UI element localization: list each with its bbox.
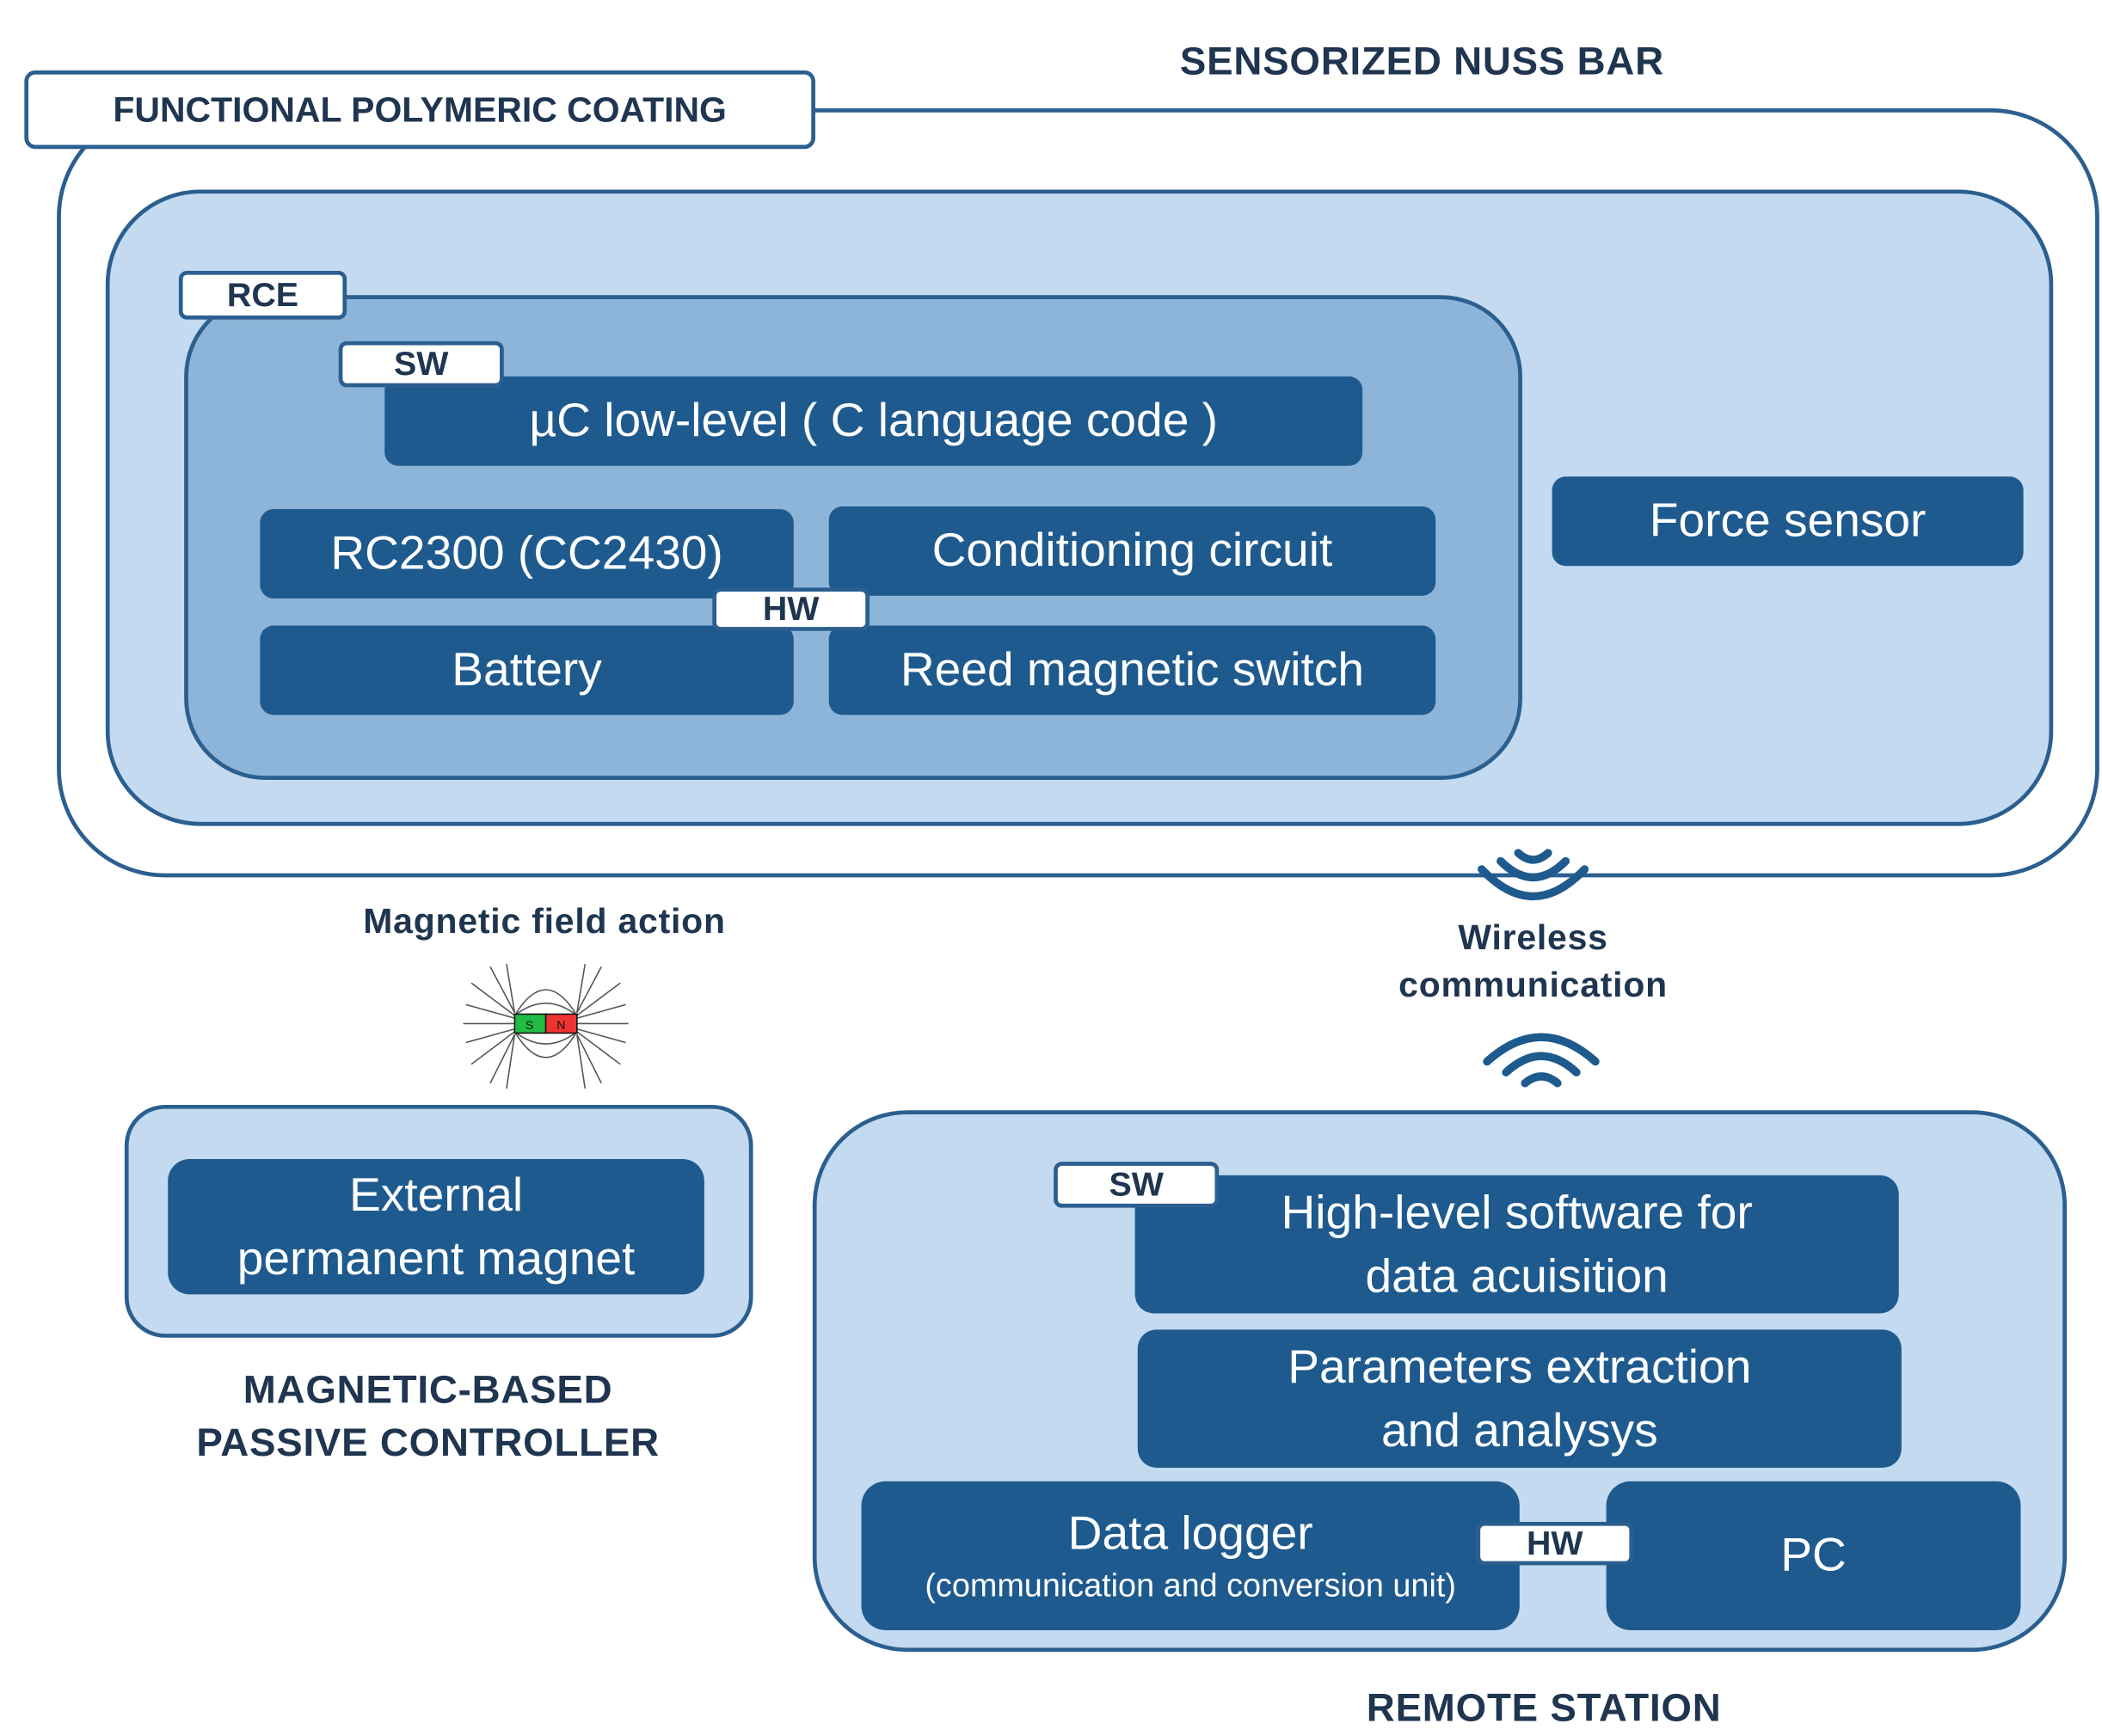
high-level-text-1: High-level software for	[1281, 1186, 1753, 1239]
magnetic-controller-label-1: MAGNETIC-BASED	[243, 1369, 613, 1413]
pc-box: PC	[1606, 1481, 2021, 1630]
magnetic-action-label: Magnetic field action	[363, 900, 726, 942]
magnet-n: N	[556, 1019, 565, 1033]
reed-switch-box: Reed magnetic switch	[828, 625, 1436, 715]
external-magnet-box: External permanent magnet	[168, 1158, 704, 1295]
uc-text: µC low-level ( C language code )	[529, 394, 1219, 448]
uc-box: µC low-level ( C language code )	[384, 376, 1363, 466]
data-logger-box: Data logger (communication and conversion…	[861, 1481, 1520, 1630]
conditioning-text: Conditioning circuit	[931, 524, 1333, 578]
parameters-box: Parameters extraction and analysys	[1137, 1329, 1902, 1468]
logger-text: Data logger	[1067, 1506, 1313, 1561]
magnet-text-2: permanent magnet	[237, 1231, 636, 1285]
remote-sw-tag: SW	[1054, 1162, 1220, 1208]
nuss-bar-label: SENSORIZED NUSS BAR	[1179, 40, 1664, 84]
battery-text: Battery	[452, 643, 602, 696]
force-sensor-text: Force sensor	[1649, 494, 1927, 548]
coating-label: FUNCTIONAL POLYMERIC COATING	[24, 70, 815, 150]
battery-box: Battery	[260, 625, 794, 715]
pc-text: PC	[1780, 1529, 1847, 1582]
magnet-s: S	[526, 1019, 533, 1033]
remote-station-label: REMOTE STATION	[1366, 1687, 1722, 1731]
reed-text: Reed magnetic switch	[900, 643, 1365, 696]
rce-sw-tag: SW	[338, 340, 504, 388]
wireless-label-line1: Wireless	[1458, 917, 1608, 958]
wireless-label-line2: communication	[1398, 964, 1668, 1005]
rc2300-text: RC2300 (CC2430)	[330, 527, 723, 580]
rc2300-box: RC2300 (CC2430)	[260, 509, 794, 599]
magnetic-controller-label-2: PASSIVE CONTROLLER	[196, 1421, 660, 1465]
high-level-software-box: High-level software for data acuisition	[1134, 1175, 1899, 1314]
params-text-2: and analysys	[1380, 1403, 1658, 1457]
params-text-1: Parameters extraction	[1288, 1340, 1752, 1393]
magnet-text-1: External	[348, 1168, 524, 1221]
conditioning-box: Conditioning circuit	[828, 506, 1436, 596]
rce-label: RCE	[178, 270, 347, 320]
wifi-icon	[1483, 1033, 1600, 1088]
remote-hw-tag: HW	[1476, 1521, 1634, 1566]
rce-hw-tag: HW	[712, 587, 870, 631]
magnet-field-icon: S N	[463, 964, 629, 1089]
wifi-icon	[1477, 849, 1589, 900]
logger-subtext: (communication and conversion unit)	[925, 1568, 1456, 1605]
high-level-text-2: data acuisition	[1365, 1249, 1669, 1303]
force-sensor-box: Force sensor	[1552, 476, 2024, 567]
